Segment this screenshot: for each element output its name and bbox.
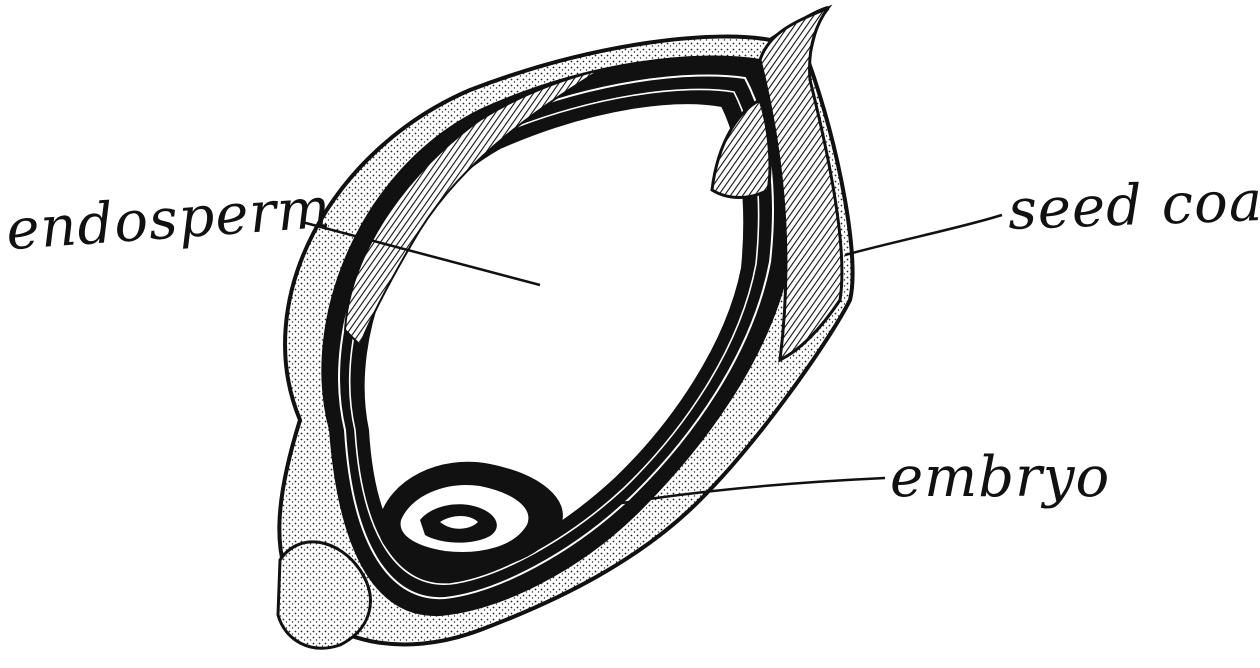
embryo-label: embryo [890,450,1110,506]
seed-coat-leader-line [845,215,1002,255]
seed-coat-label: seed coat [1007,173,1260,239]
